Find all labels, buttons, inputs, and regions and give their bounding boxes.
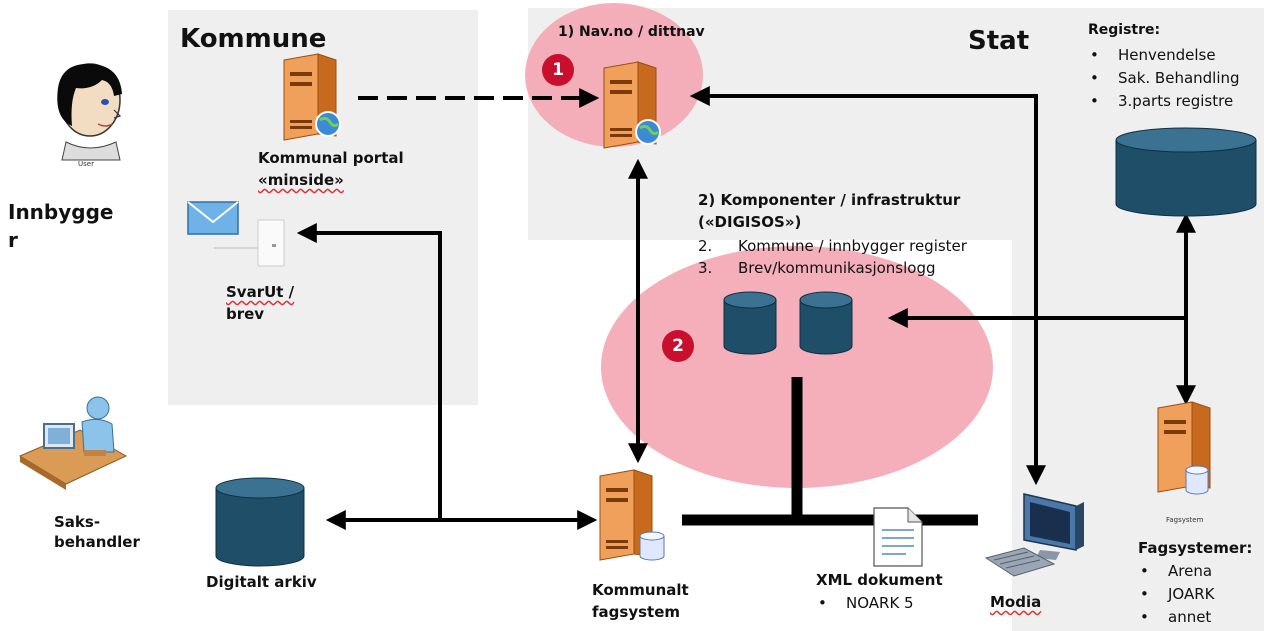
- fagsystemer-item-1-text: Arena: [1168, 562, 1213, 580]
- digitalt-arkiv-label: Digitalt arkiv: [206, 573, 317, 591]
- fagsystemer-item-2-text: JOARK: [1168, 585, 1215, 603]
- kommunalt-fagsystem-label-1: Kommunalt: [592, 581, 689, 599]
- registre-item-1-text: Henvendelse: [1118, 46, 1216, 64]
- fagsystemer-item-3-text: annet: [1168, 608, 1212, 626]
- registre-item-3-text: 3.parts registre: [1118, 92, 1234, 110]
- kommunal-portal-server-icon: [283, 53, 341, 141]
- fagsystemer-item-2: • JOARK: [1140, 583, 1215, 606]
- svarut-label-1-text: SvarUt /: [226, 283, 295, 301]
- bullet-icon: •: [1140, 562, 1149, 580]
- database-icon-log: [799, 291, 853, 355]
- envelope-icon: [187, 201, 239, 235]
- badge-1: 1: [542, 54, 574, 86]
- svarut-link: [296, 223, 442, 520]
- komponenter-label-2: («DIGISOS»): [698, 213, 802, 231]
- registre-database-icon: [1115, 127, 1257, 217]
- navno-server-icon: [603, 61, 661, 149]
- bullet-icon: •: [1140, 608, 1149, 626]
- kommunal-portal-label-2: «minside»: [258, 171, 344, 189]
- kommunalt-fagsystem-server-icon: [599, 469, 665, 561]
- database-icons-digisos: [723, 291, 853, 355]
- komponenter-item-2-num: 3.: [698, 259, 713, 277]
- registre-item-2: • Sak. Behandling: [1090, 67, 1240, 90]
- saksbehandler-icon: [18, 396, 128, 490]
- komponenter-label-1: 2) Komponenter / infrastruktur: [698, 191, 961, 209]
- fagsystemer-item-1: • Arena: [1140, 560, 1215, 583]
- svarut-label-2: brev: [226, 305, 265, 323]
- modia-computer-icon: [984, 493, 1084, 577]
- fagsystemer-title: Fagsystemer:: [1138, 539, 1253, 557]
- kommunal-portal-label-1: Kommunal portal: [258, 149, 404, 167]
- innbygger-label: Innbygge r: [8, 200, 114, 252]
- badge-2: 2: [662, 330, 694, 362]
- komponenter-item-1-text: Kommune / innbygger register: [738, 237, 967, 255]
- fagsystemer-item-3: • annet: [1140, 606, 1215, 629]
- bullet-icon: •: [1140, 585, 1149, 603]
- registre-item-3: • 3.parts registre: [1090, 90, 1240, 113]
- fagsystem-caption: Fagsystem: [1166, 516, 1204, 524]
- modia-label: Modia: [990, 593, 1042, 611]
- stat-title: Stat: [968, 26, 1030, 56]
- kommunalt-fagsystem-label-2: fagsystem: [592, 603, 680, 621]
- navno-label: 1) Nav.no / dittnav: [558, 24, 705, 40]
- kommune-title: Kommune: [180, 24, 327, 54]
- fagsystem-server-icon: [1157, 401, 1211, 495]
- bullet-icon: •: [818, 594, 827, 612]
- saksbehandler-label: Saks- behandler: [54, 513, 140, 551]
- xml-item-1-text: NOARK 5: [846, 594, 914, 612]
- xml-document-label: XML dokument: [816, 571, 943, 589]
- user-avatar-icon: [57, 63, 122, 161]
- xml-document-icon: [873, 507, 923, 567]
- registre-list: • Henvendelse • Sak. Behandling • 3.parts r…: [1090, 44, 1240, 113]
- digitalt-arkiv-database-icon: [215, 477, 305, 567]
- bullet-icon: •: [1090, 46, 1099, 64]
- svarut-label-1: SvarUt /: [226, 282, 294, 302]
- fagsystemer-list: • Arena • JOARK • annet: [1140, 560, 1215, 629]
- bullet-icon: •: [1090, 69, 1099, 87]
- komponenter-item-1-num: 2.: [698, 237, 713, 255]
- xml-item-1: • NOARK 5: [818, 592, 914, 615]
- komponenter-item-1: 2. Kommune / innbygger register: [698, 236, 967, 256]
- bullet-icon: •: [1090, 92, 1099, 110]
- registre-item-1: • Henvendelse: [1090, 44, 1240, 67]
- document-icon: [214, 219, 285, 267]
- komponenter-item-2-text: Brev/kommunikasjonslogg: [738, 259, 936, 277]
- user-caption: User: [78, 160, 94, 168]
- komponenter-item-2: 3. Brev/kommunikasjonslogg: [698, 258, 936, 278]
- database-icon-register: [723, 291, 777, 355]
- navno-modia-link: [689, 86, 1046, 486]
- registre-title: Registre:: [1088, 22, 1161, 38]
- registre-item-2-text: Sak. Behandling: [1118, 69, 1240, 87]
